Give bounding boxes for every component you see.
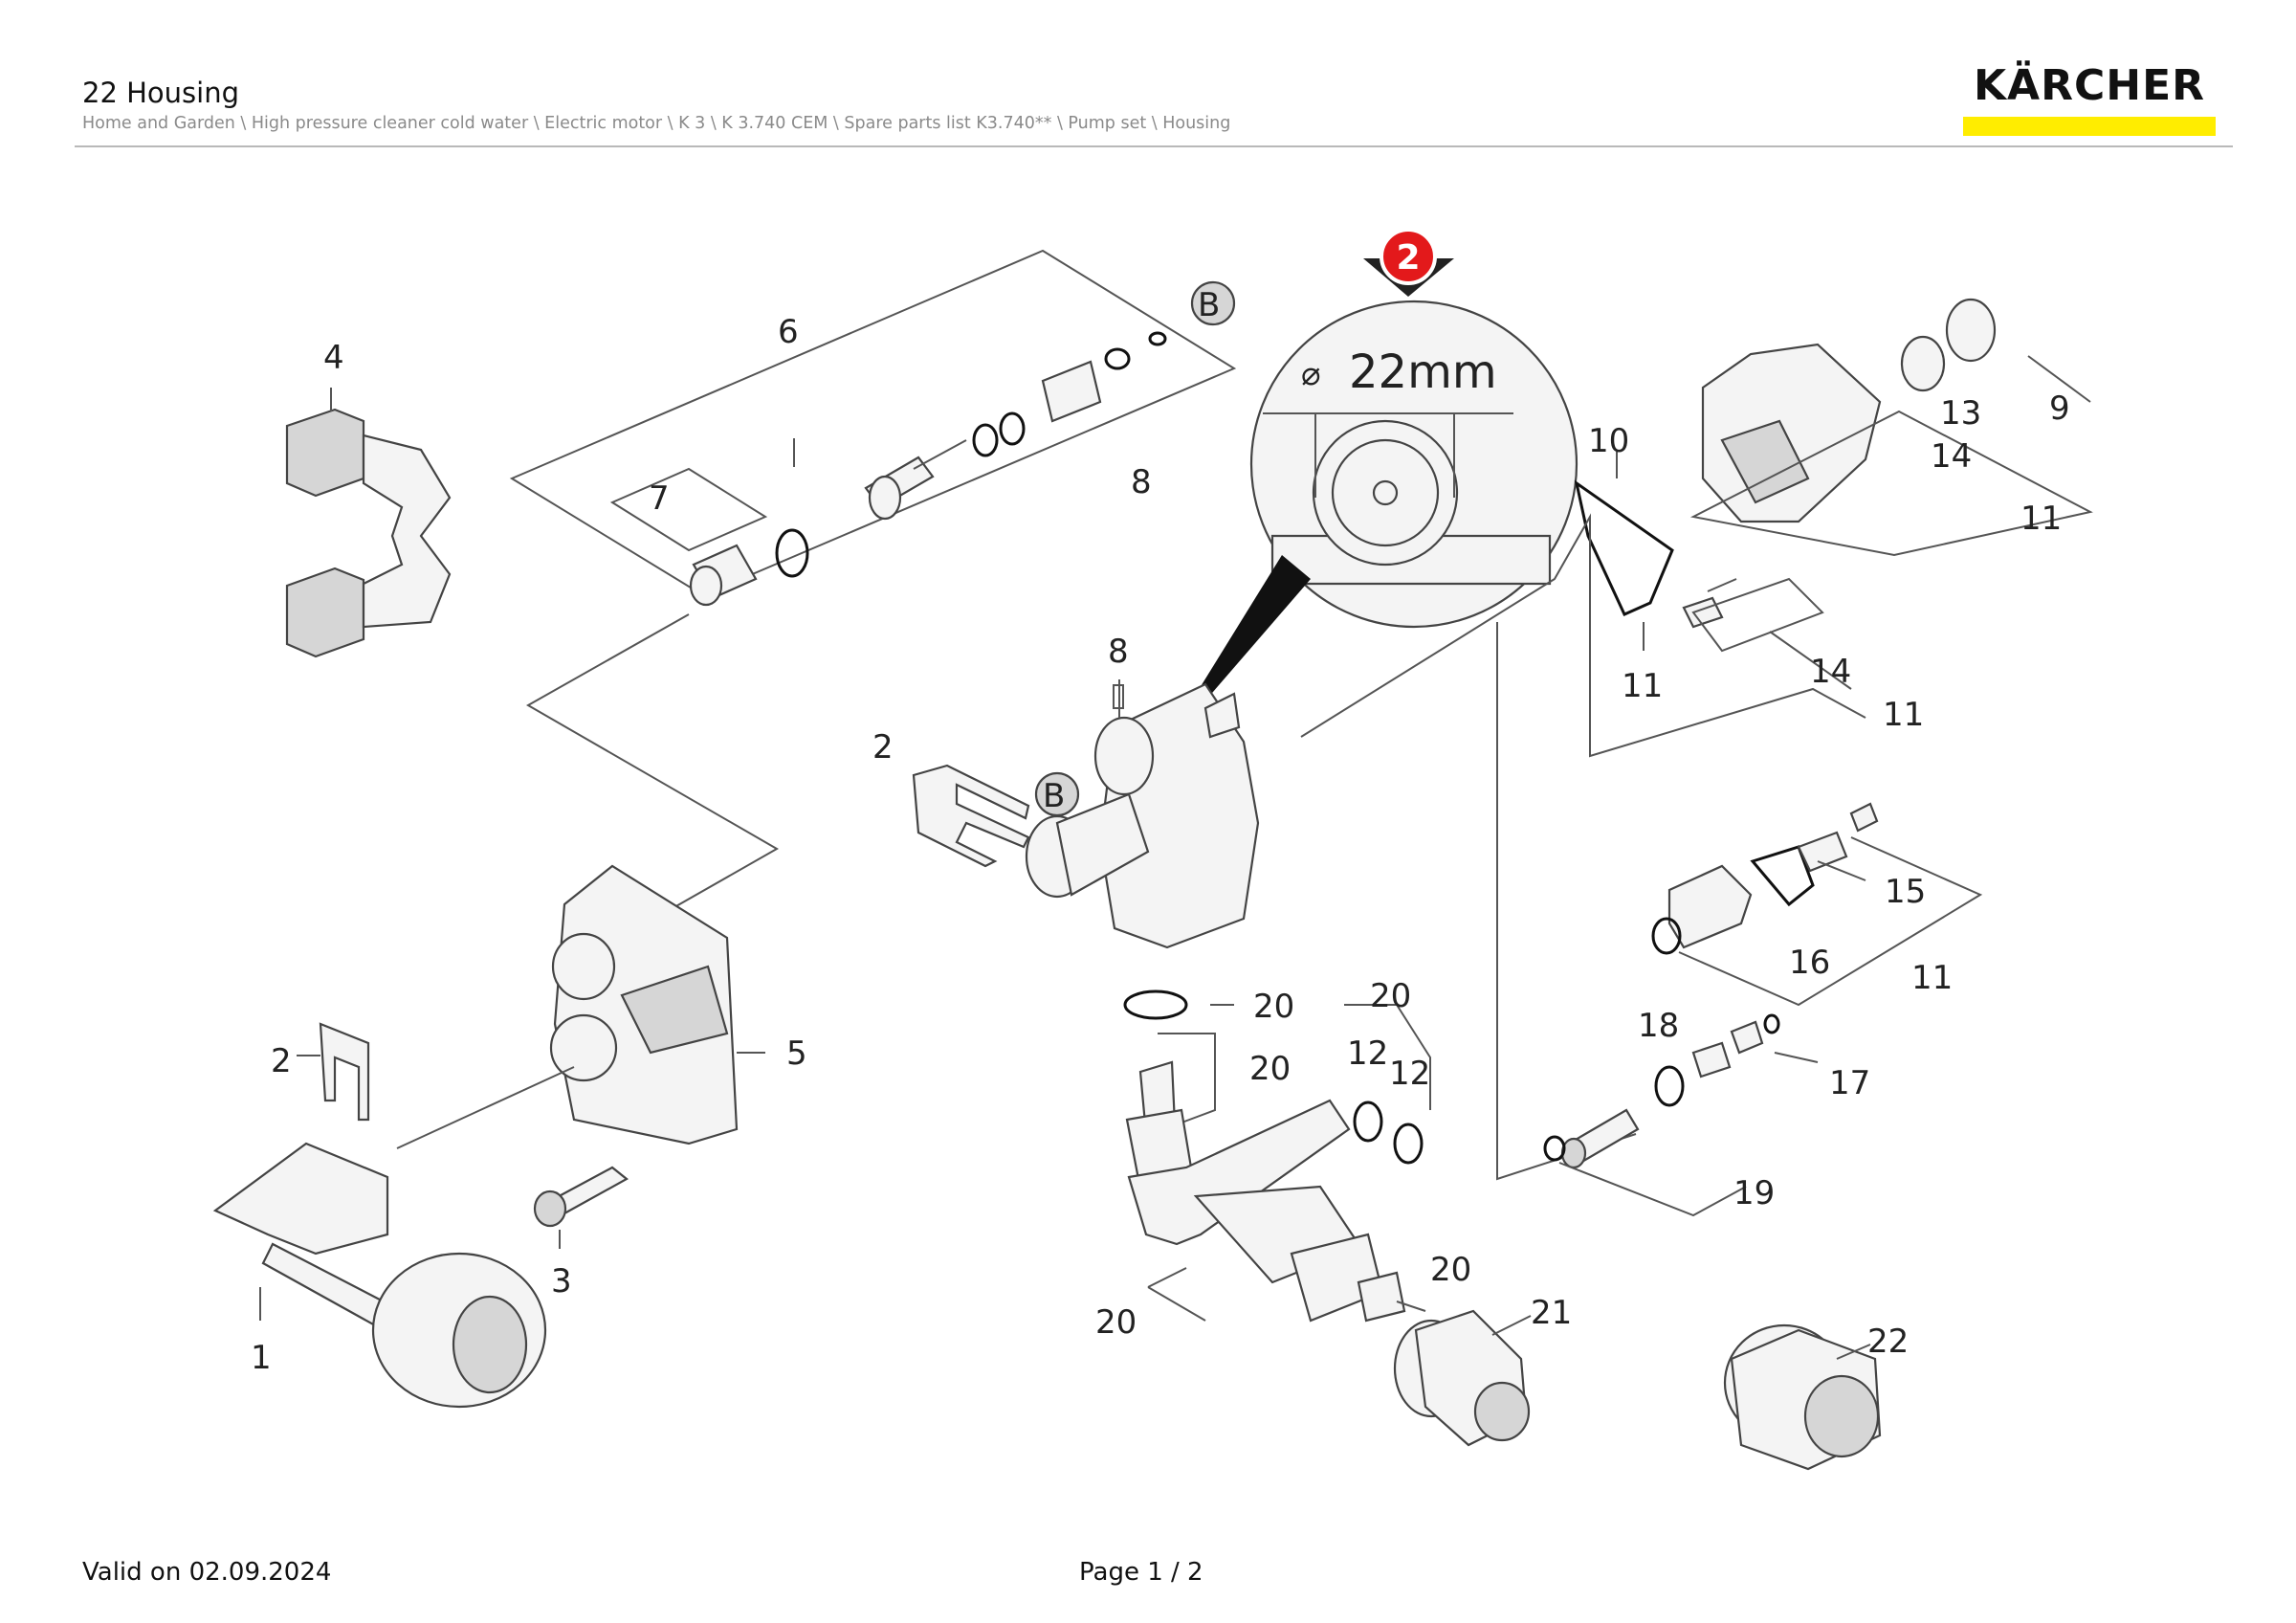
part-16-plug [1651, 836, 1983, 1007]
part-9-cover-assembly [1689, 298, 2093, 557]
parts-17-19-valve-set [1543, 1013, 1819, 1217]
header-divider [75, 145, 2233, 147]
group-11-bracket-line [1300, 513, 1866, 758]
part-22-nut [1723, 1323, 1882, 1471]
marker-b-housing: B [1043, 777, 1065, 815]
label-4: 4 [323, 339, 344, 377]
label-21: 21 [1531, 1294, 1572, 1332]
label-20-group: 20 [1370, 977, 1411, 1015]
part-10-seal [1574, 452, 1674, 651]
label-19: 19 [1733, 1174, 1775, 1212]
label-9: 9 [2049, 389, 2070, 428]
label-14-mid: 14 [1810, 653, 1851, 691]
label-3: 3 [551, 1262, 572, 1301]
label-6: 6 [778, 313, 799, 351]
label-2-upper: 2 [872, 728, 894, 767]
callout-dimension: 22mm [1349, 345, 1497, 399]
part-2-clip-lower [297, 1022, 370, 1122]
part-7-check-valve [609, 467, 809, 607]
label-12-left: 12 [1347, 1034, 1388, 1073]
group-19-bracket-line [1496, 622, 1637, 1181]
label-18: 18 [1638, 1007, 1679, 1045]
page-title: 22 Housing [82, 77, 240, 109]
label-10: 10 [1588, 422, 1629, 460]
label-8-housing: 8 [1108, 633, 1129, 671]
label-15: 15 [1885, 873, 1926, 911]
footer-page-number: Page 1 / 2 [1079, 1558, 1203, 1587]
callout-diameter-symbol: ⌀ [1301, 355, 1320, 393]
label-13: 13 [1940, 394, 1981, 433]
footer-valid-date: Valid on 02.09.2024 [82, 1558, 332, 1587]
brand-logo: KÄRCHER [1963, 61, 2216, 138]
part-5-plate [396, 864, 765, 1149]
logo-yellow-bar [1963, 117, 2216, 136]
label-22: 22 [1867, 1323, 1909, 1361]
central-housing: B [1025, 679, 1260, 949]
label-12-right: 12 [1389, 1055, 1430, 1093]
part-1-outlet-assembly [212, 1142, 547, 1409]
label-20-oring: 20 [1253, 988, 1294, 1026]
label-11-lower: 11 [1911, 959, 1953, 997]
lower-manifold [1123, 989, 1431, 1323]
part-14-spring-valve [1682, 577, 1852, 690]
leader-7-to-housing [525, 613, 780, 944]
label-5: 5 [786, 1034, 807, 1073]
marker-b-top: B [1198, 286, 1220, 324]
label-17: 17 [1829, 1064, 1870, 1102]
part-15-valve [1750, 802, 1879, 907]
breadcrumb: Home and Garden \ High pressure cleaner … [82, 114, 1231, 133]
label-1: 1 [251, 1339, 272, 1377]
part-21-connector [1393, 1309, 1532, 1447]
logo-wordmark: KÄRCHER [1973, 61, 2206, 110]
label-11-mid: 11 [1883, 696, 1924, 734]
callout-badge: 2 [1396, 238, 1420, 278]
label-16: 16 [1789, 944, 1830, 982]
label-7: 7 [649, 479, 670, 518]
label-11-top: 11 [2020, 500, 2062, 538]
label-20-lower-right: 20 [1430, 1251, 1471, 1289]
part-3-screw [533, 1166, 629, 1249]
part-2-clip-upper [912, 764, 1030, 868]
part-4-bracket [285, 388, 452, 658]
label-14-top: 14 [1931, 437, 1972, 476]
label-11-seal: 11 [1622, 667, 1663, 705]
label-8-top: 8 [1131, 463, 1152, 501]
part-6-valve-kit: B [509, 249, 1237, 597]
callout-detail: ⌀ 22mm 2 [1158, 228, 1578, 756]
label-2-lower: 2 [271, 1042, 292, 1080]
label-20-pin: 20 [1249, 1050, 1291, 1088]
label-20-lower-left: 20 [1095, 1303, 1137, 1342]
